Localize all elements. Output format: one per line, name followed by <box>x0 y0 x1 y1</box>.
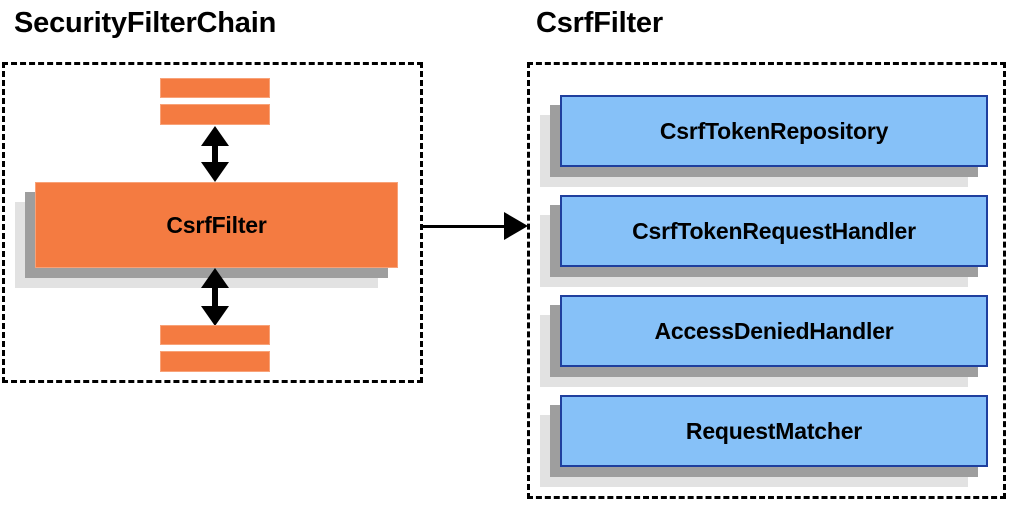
arrow-shaft-bottom <box>212 284 218 310</box>
filter-bar-top-2 <box>160 104 270 125</box>
collaborator-box-label: AccessDeniedHandler <box>654 317 894 344</box>
arrow-head-down-bottom <box>201 306 229 326</box>
filter-bar-bottom-2 <box>160 351 270 372</box>
arrow-head-up-top <box>201 126 229 146</box>
arrow-shaft-top <box>212 142 218 166</box>
arrow-head-down-top <box>201 162 229 182</box>
csrf-filter-box-face: CsrfFilter <box>35 182 398 268</box>
collaborator-box-access-denied-handler[interactable]: AccessDeniedHandler <box>540 295 988 387</box>
cross-group-arrow-shaft <box>422 225 507 228</box>
csrf-filter-box-label: CsrfFilter <box>166 211 267 238</box>
collaborator-box-csrf-token-repository[interactable]: CsrfTokenRepository <box>540 95 988 187</box>
collaborator-box-request-matcher[interactable]: RequestMatcher <box>540 395 988 487</box>
collaborator-box-label: RequestMatcher <box>685 417 863 444</box>
collaborator-box-face: CsrfTokenRepository <box>560 95 988 167</box>
collaborator-box-face: CsrfTokenRequestHandler <box>560 195 988 267</box>
arrow-head-up-bottom <box>201 268 229 288</box>
csrf-filter-group <box>527 62 1006 499</box>
filter-bar-top-1 <box>160 78 270 98</box>
collaborator-box-face: RequestMatcher <box>560 395 988 467</box>
collaborator-box-csrf-token-request-handler[interactable]: CsrfTokenRequestHandler <box>540 195 988 287</box>
collaborator-box-label: CsrfTokenRepository <box>659 117 889 144</box>
collaborator-box-face: AccessDeniedHandler <box>560 295 988 367</box>
filter-bar-bottom-1 <box>160 325 270 345</box>
security-filter-chain-title: SecurityFilterChain <box>14 7 277 39</box>
security-filter-chain-group <box>2 62 423 383</box>
cross-group-arrow-head <box>504 212 528 240</box>
csrf-filter-box[interactable]: CsrfFilter <box>15 182 398 288</box>
csrf-filter-title: CsrfFilter <box>536 7 663 39</box>
collaborator-box-label: CsrfTokenRequestHandler <box>632 217 916 244</box>
